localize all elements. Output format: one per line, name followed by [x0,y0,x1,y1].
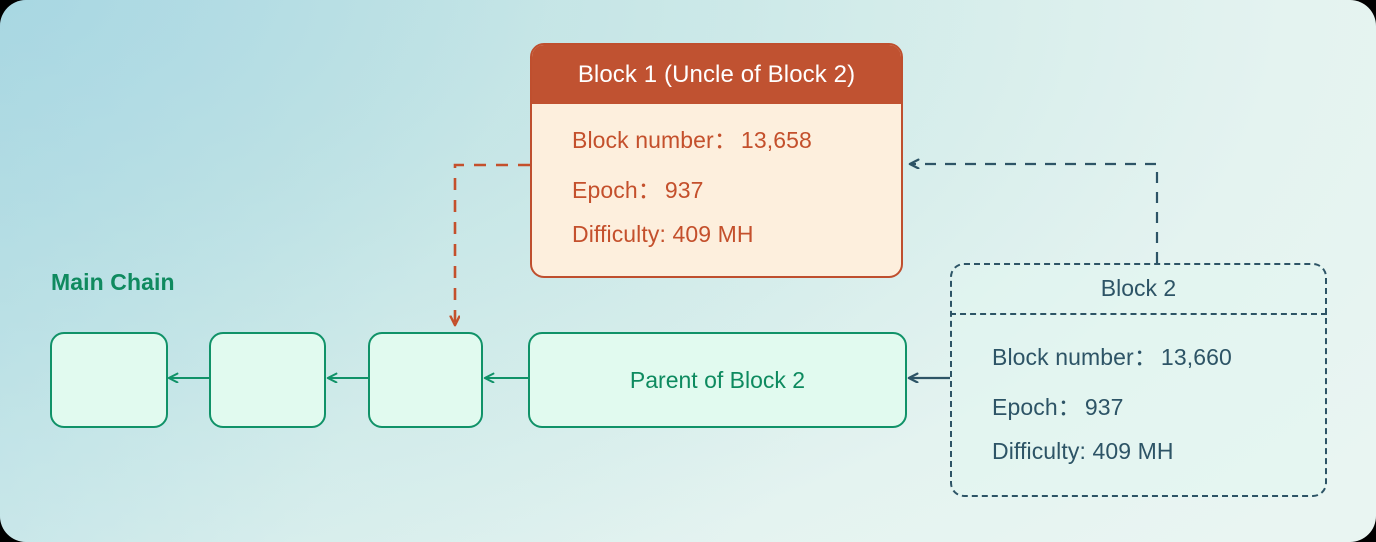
block-1-title: Block 1 (Uncle of Block 2) [577,60,856,88]
block-1-card-body: Block number：13,658 Epoch：937 Difficulty… [532,104,901,248]
block-1-row-epoch: Epoch：937 [572,171,901,205]
block-2-title: Block 2 [1100,274,1177,301]
parent-of-block-2-box[interactable]: Parent of Block 2 [528,332,907,428]
block-1-card-header: Block 1 (Uncle of Block 2) [532,45,901,104]
block-2-block-number-value: 13,660 [1160,344,1232,370]
block-1-block-number-label: Block number： [572,127,737,153]
block-2-outline [950,263,1327,497]
block-2-card-body: Block number：13,660 Epoch：937 Difficulty… [950,315,1327,481]
chain-block-3[interactable] [368,332,483,428]
block-2-row-difficulty: Difficulty: 409 MH [992,438,1327,465]
main-chain-label: Main Chain [51,269,175,295]
block-2-row-block-number: Block number：13,660 [992,338,1327,372]
block-2-row-epoch: Epoch：937 [992,388,1327,422]
block-1-block-number-value: 13,658 [740,127,812,153]
block-1-uncle-card[interactable]: Block 1 (Uncle of Block 2) Block number：… [530,43,903,278]
block-1-epoch-label: Epoch： [572,177,661,203]
block-1-row-block-number: Block number：13,658 [572,121,901,155]
parent-of-block-2-label: Parent of Block 2 [629,366,806,393]
block-2-card-header: Block 2 [950,263,1327,315]
chain-block-2[interactable] [209,332,326,428]
arrow-block2-to-uncle [910,164,1159,263]
block-1-epoch-value: 937 [664,177,704,203]
chain-block-1[interactable] [50,332,168,428]
block-1-row-difficulty: Difficulty: 409 MH [572,221,901,248]
block-1-difficulty-label: Difficulty: 409 MH [572,221,754,247]
block-2-epoch-label: Epoch： [992,394,1081,420]
block-2-block-number-label: Block number： [992,344,1157,370]
block-2-card[interactable]: Block 2 Block number：13,660 Epoch：937 Di… [950,263,1327,497]
block-2-epoch-value: 937 [1084,394,1124,420]
block-2-difficulty-label: Difficulty: 409 MH [992,438,1174,464]
arrow-uncle-to-chain-block-3 [455,163,530,325]
